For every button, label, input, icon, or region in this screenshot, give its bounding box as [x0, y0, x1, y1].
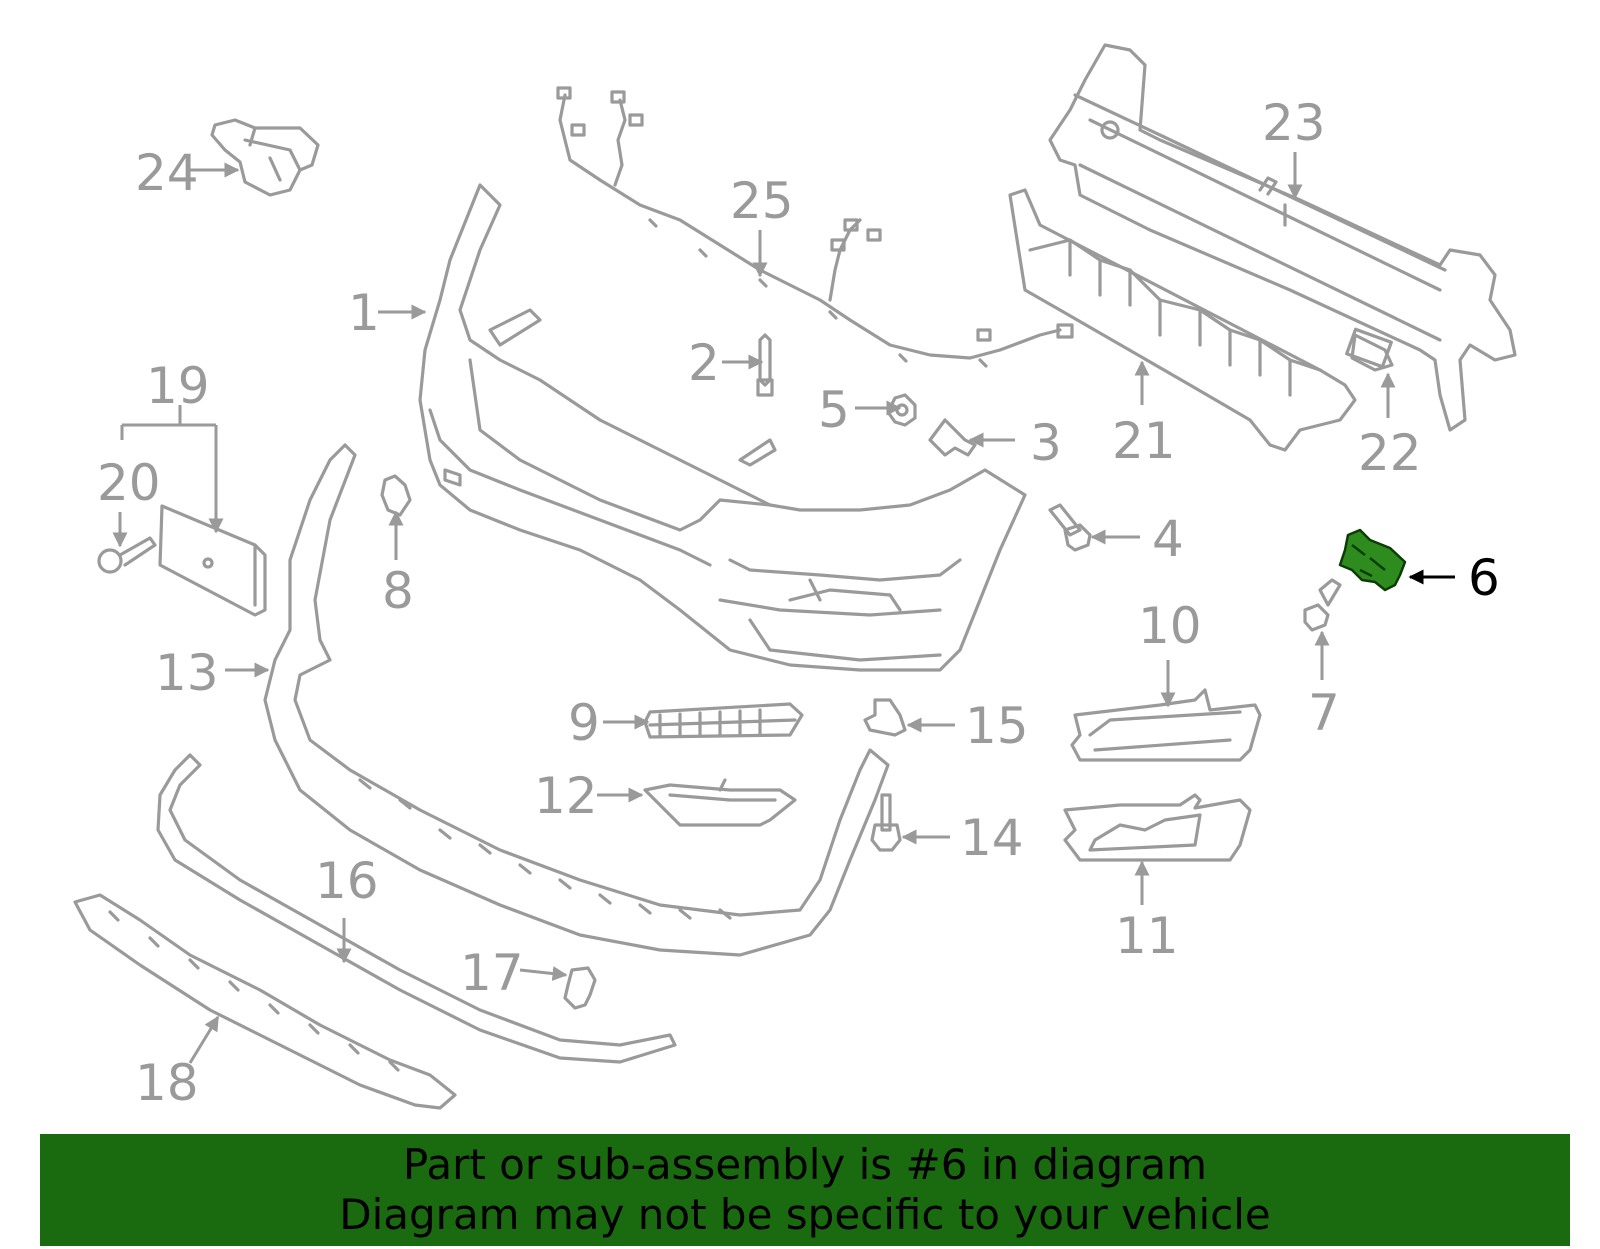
callout-8: 8 [382, 562, 414, 620]
callout-19: 19 [146, 357, 210, 415]
part-17-retainer-clip [563, 966, 597, 1010]
part-15-clip [863, 698, 907, 737]
part-14-bolt [870, 793, 902, 852]
callout-16: 16 [315, 852, 379, 910]
part-22-small-bracket [1350, 333, 1394, 372]
part-23-reinforcement-beam [1048, 43, 1517, 432]
callout-9: 9 [568, 694, 600, 752]
part-24-sensor-bracket [210, 118, 320, 197]
callout-14: 14 [960, 809, 1024, 867]
part-2-push-pin [756, 333, 774, 397]
banner-line-disclaimer: Diagram may not be specific to your vehi… [339, 1190, 1271, 1239]
callout-18: 18 [135, 1054, 199, 1112]
part-13-lower-cover [263, 443, 890, 957]
part-8-plug [380, 474, 412, 517]
info-banner: Part or sub-assembly is #6 in diagram Di… [40, 1134, 1570, 1246]
callout-arrows [112, 152, 1455, 1064]
callout-6: 6 [1468, 549, 1500, 607]
part-3-clip [928, 418, 977, 457]
callout-labels: 1 2 3 4 5 6 7 8 9 10 11 12 13 14 15 16 1… [97, 94, 1500, 1112]
callout-20: 20 [97, 454, 161, 512]
callout-21: 21 [1112, 412, 1176, 470]
callout-15: 15 [965, 697, 1029, 755]
callout-22: 22 [1358, 424, 1422, 482]
part-5-nut [886, 393, 917, 427]
callout-13: 13 [155, 644, 219, 702]
part-25-wiring-harness [556, 86, 1074, 368]
part-7-bolt [1303, 578, 1342, 632]
callout-5: 5 [818, 381, 850, 439]
callout-4: 4 [1152, 510, 1184, 568]
callout-3: 3 [1030, 414, 1062, 472]
part-18-skid-trim [73, 893, 457, 1110]
callout-7: 7 [1308, 684, 1340, 742]
callout-17: 17 [460, 944, 524, 1002]
part-21-energy-absorber [1008, 188, 1357, 452]
part-4-bolt [1048, 503, 1092, 552]
banner-line-part-number: Part or sub-assembly is #6 in diagram [402, 1140, 1208, 1189]
callout-23: 23 [1262, 94, 1326, 152]
callout-12: 12 [534, 767, 598, 825]
part-6-bracket-highlighted [1338, 528, 1407, 592]
callout-25: 25 [730, 172, 794, 230]
part-10-trim [1070, 688, 1262, 762]
part-9-grille [643, 702, 804, 739]
part-20-screw [97, 536, 157, 574]
callout-11: 11 [1115, 907, 1179, 965]
part-11-fog-bezel [1063, 793, 1252, 862]
callout-24: 24 [135, 144, 199, 202]
part-19-license-bracket [158, 504, 267, 617]
callout-2: 2 [688, 334, 720, 392]
part-12-trim-strip [643, 778, 797, 827]
callout-10: 10 [1138, 597, 1202, 655]
part-1-bumper-cover [418, 183, 1027, 672]
callout-1: 1 [348, 284, 380, 342]
part-16-lower-molding [156, 753, 677, 1064]
